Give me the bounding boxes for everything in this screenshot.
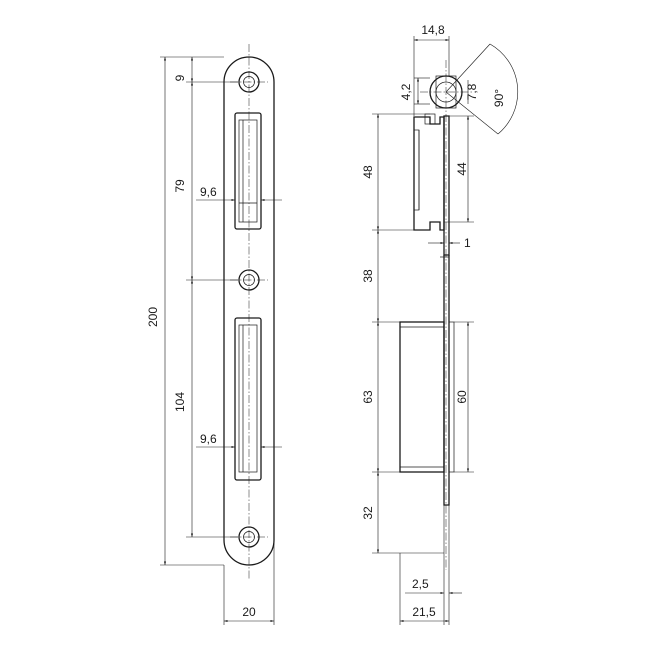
- upper-latch-body: [413, 113, 445, 231]
- dim-angle: 90°: [492, 89, 506, 107]
- dim-upper-inner: 44: [455, 162, 469, 176]
- dim-gap: 38: [361, 269, 375, 283]
- dim-lip: 2,5: [412, 577, 429, 591]
- dim-total-height: 200: [146, 307, 160, 327]
- dim-bottom: 32: [361, 506, 375, 520]
- upper-latch-slot: [234, 112, 262, 230]
- side-view: 90° 7,8 14,8 4,2 48 38: [361, 23, 519, 625]
- dim-upper-height: 48: [361, 165, 375, 179]
- dim-lower-slot-width: 9,6: [200, 432, 217, 446]
- dim-top-hole: 9: [173, 74, 187, 81]
- dim-hole-spacing: 79: [173, 179, 187, 193]
- dim-plate-thickness: 1: [464, 236, 471, 250]
- dim-latch-radius: 7,8: [465, 83, 479, 100]
- dim-top-depth: 14,8: [421, 23, 445, 37]
- latch-head: [420, 75, 472, 109]
- dim-upper-slot-width: 9,6: [200, 185, 217, 199]
- dim-box-inner: 60: [455, 390, 469, 404]
- dim-box-height: 63: [361, 390, 375, 404]
- dim-lower-spacing: 104: [173, 392, 187, 412]
- angle-arc: [489, 43, 519, 135]
- dim-latch-offset: 4,2: [399, 83, 413, 100]
- front-view: 200 9 79 104 9,6 9,6 20: [146, 44, 282, 625]
- side-faceplate: [443, 115, 450, 256]
- lower-strike-box: [399, 321, 455, 473]
- dim-total-depth: 21,5: [412, 605, 436, 619]
- lower-latch-slot: [234, 317, 262, 481]
- dim-plate-width: 20: [242, 605, 256, 619]
